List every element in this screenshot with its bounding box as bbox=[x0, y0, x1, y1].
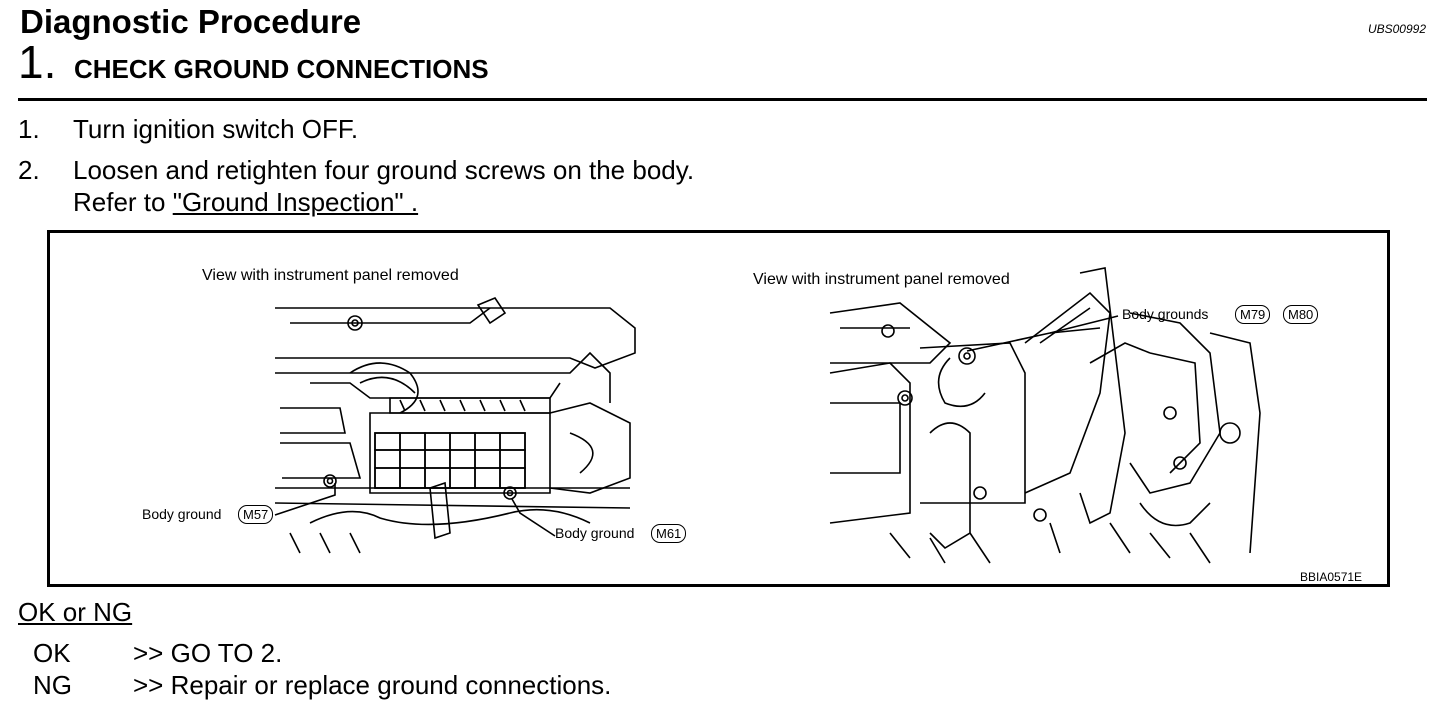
step-number: 1. bbox=[18, 36, 57, 88]
instruction-text: Turn ignition switch OFF. bbox=[73, 114, 359, 144]
result-action: >> GO TO 2. bbox=[133, 638, 283, 668]
ground-inspection-link[interactable]: "Ground Inspection" . bbox=[172, 187, 419, 217]
instruction-text: Loosen and retighten four ground screws … bbox=[73, 155, 695, 185]
body-ground-m57-label: Body ground bbox=[142, 506, 222, 522]
result-key: NG bbox=[33, 670, 72, 700]
connector-m80-badge: M80 bbox=[1283, 305, 1319, 324]
instruction-2-reference: Refer to "Ground Inspection" . bbox=[73, 186, 418, 218]
step-title: CHECK GROUND CONNECTIONS bbox=[74, 54, 489, 84]
left-figure-caption: View with instrument panel removed bbox=[202, 267, 459, 284]
result-heading: OK or NG bbox=[18, 597, 133, 627]
reference-prefix: Refer to bbox=[73, 187, 173, 217]
left-illustration bbox=[274, 297, 636, 554]
instruction-number: 2. bbox=[18, 155, 40, 185]
procedure-title: Diagnostic Procedure bbox=[20, 3, 362, 40]
document-id: UBS00992 bbox=[1367, 22, 1426, 36]
connector-m61-badge: M61 bbox=[651, 524, 687, 543]
figure-id: BBIA0571E bbox=[1300, 570, 1363, 584]
instruction-number: 1. bbox=[18, 114, 40, 144]
result-key: OK bbox=[33, 638, 71, 668]
body-grounds-label: Body grounds bbox=[1122, 306, 1209, 322]
right-illustration bbox=[829, 267, 1261, 564]
figure-illustration bbox=[274, 267, 1261, 564]
body-ground-m61-label: Body ground bbox=[555, 525, 635, 541]
connector-m79-badge: M79 bbox=[1235, 305, 1271, 324]
header-divider bbox=[18, 98, 1427, 101]
right-figure-caption: View with instrument panel removed bbox=[753, 271, 1010, 288]
connector-m57-badge: M57 bbox=[238, 505, 274, 524]
ground-location-figure: View with instrument panel removed View … bbox=[47, 230, 1390, 587]
result-action: >> Repair or replace ground connections. bbox=[133, 670, 612, 700]
